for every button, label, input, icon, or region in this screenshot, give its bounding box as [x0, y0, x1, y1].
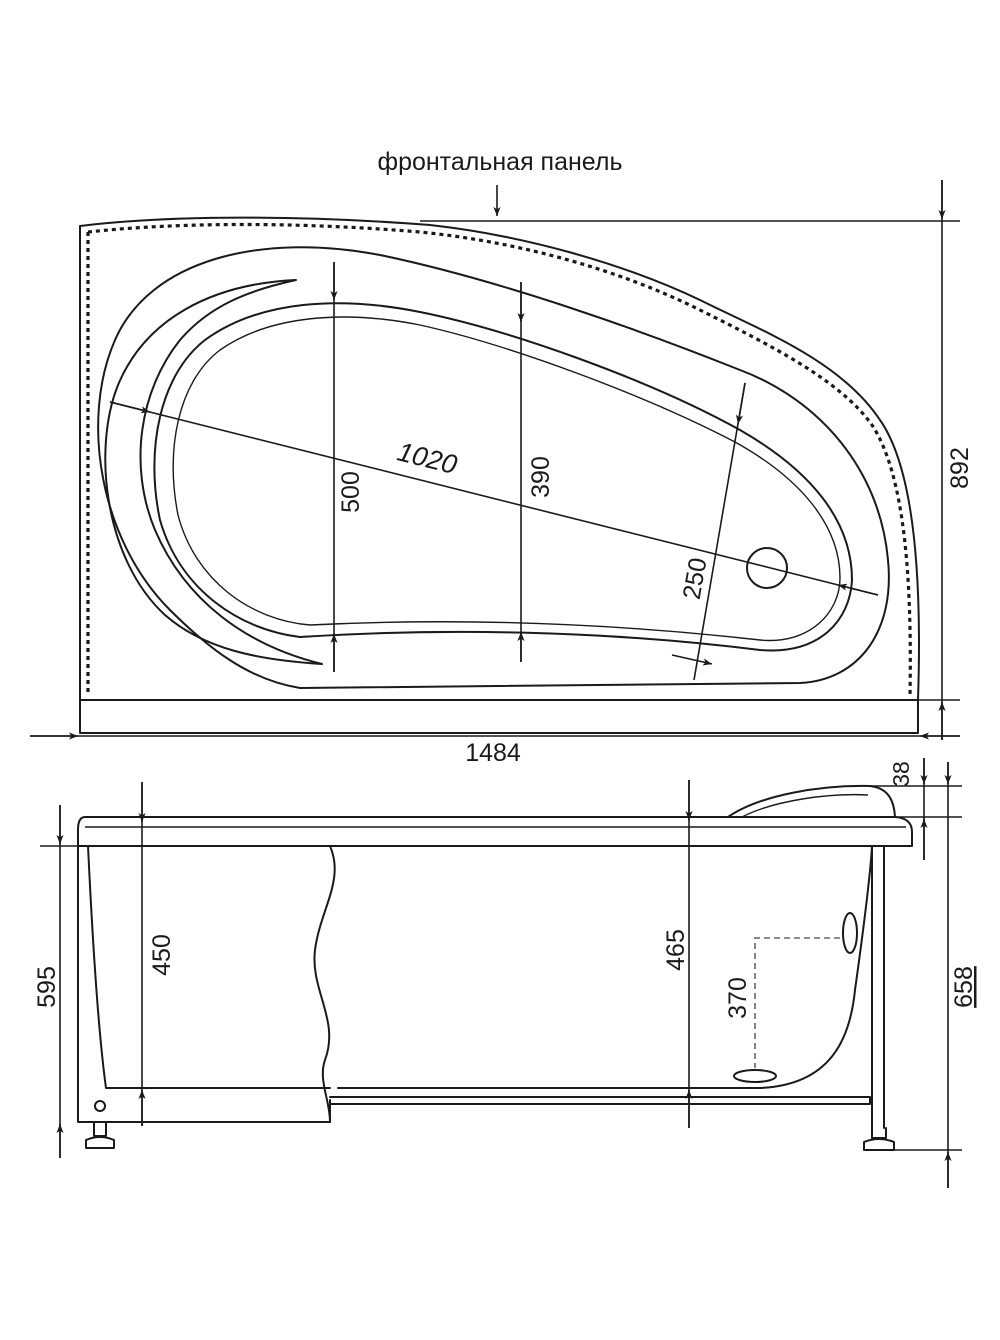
dim-38-label: 38 [888, 761, 914, 787]
tub-body-right [337, 845, 873, 1089]
dim-250-label: 250 [678, 556, 713, 602]
headrest-crescent [104, 279, 323, 665]
drain-bottom [733, 1069, 777, 1083]
dim-250-line [693, 382, 746, 681]
leg-right [863, 1127, 895, 1151]
basin-inner-bottom [153, 302, 853, 652]
dim-1020-arrow-left [109, 401, 151, 414]
overflow-hidden-line [754, 937, 840, 1068]
dim-450-label: 450 [148, 934, 176, 976]
frame-bolt [94, 1100, 106, 1112]
overflow-hole [842, 912, 858, 954]
frame-left [77, 845, 331, 1123]
basin-inner-ledge [172, 316, 841, 642]
dim-250-arrow-bottom [671, 654, 713, 666]
basin-outer-curve [97, 246, 890, 689]
side-view: 38 658 595 450 465 370 [33, 758, 978, 1188]
dim-1020-line [109, 401, 879, 596]
dim-595-label: 595 [33, 966, 61, 1008]
rim-dotted-line [86, 222, 912, 696]
drain-hole [746, 547, 788, 589]
frame-right [871, 845, 885, 1129]
dim-370-label: 370 [724, 977, 752, 1019]
dim-1020-arrow-right [837, 583, 879, 596]
dim-1484-label: 1484 [465, 739, 521, 767]
tub-body [87, 845, 331, 1089]
dim-465-label: 465 [662, 929, 690, 971]
front-panel-label: фронтальная панель [378, 148, 623, 176]
cutaway-break [313, 845, 336, 1123]
dim-1020-label: 1020 [394, 436, 460, 480]
frame-floor-bar [329, 1096, 871, 1105]
dim-250-arrow-top [735, 382, 746, 425]
dim-500-label: 500 [337, 471, 365, 513]
top-view: фронтальная панель 892 1484 1020 500 390 [30, 148, 974, 767]
dim-658-label: 658 [950, 966, 978, 1008]
rim-top [77, 816, 913, 847]
dim-390-label: 390 [527, 456, 555, 498]
headrest-raised [727, 784, 896, 818]
dim-892-label: 892 [946, 447, 974, 489]
leg-left [85, 1121, 115, 1149]
headrest-inner [741, 793, 869, 818]
top-outer-outline [79, 216, 921, 734]
